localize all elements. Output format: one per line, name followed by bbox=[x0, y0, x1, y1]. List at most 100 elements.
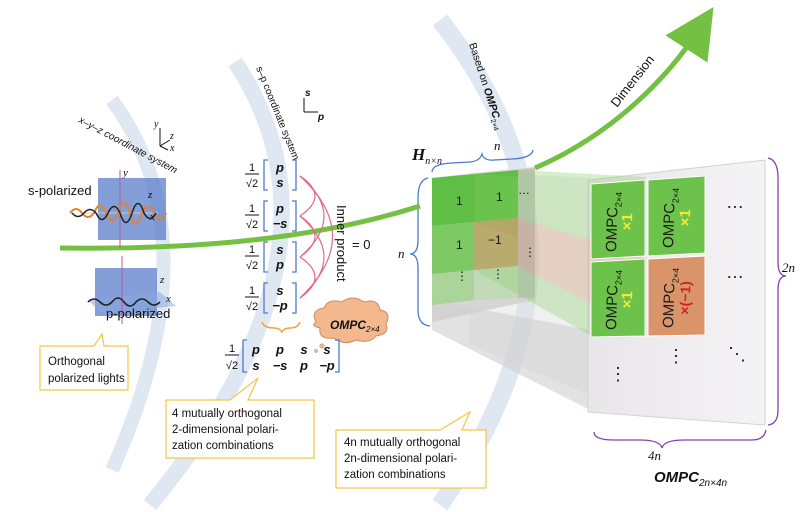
ompc-2x4-matrix: 1 √2 p p s s s −s p −p bbox=[225, 339, 340, 373]
ompc-block-factor-4: ×(−1) bbox=[676, 281, 693, 315]
vector-2: 1 √2 p −s bbox=[245, 200, 297, 232]
hadamard-cell-32: ⋮ bbox=[492, 267, 504, 281]
svg-text:4 mutually orthogonal: 4 mutually orthogonal bbox=[172, 408, 282, 420]
s-pol-axis-x: x bbox=[149, 211, 155, 223]
svg-text:s: s bbox=[276, 242, 283, 257]
big-matrix-ddots: ⋱ bbox=[728, 344, 746, 364]
ompc-block-factor-1: ×1 bbox=[619, 213, 637, 231]
svg-text:−p: −p bbox=[272, 298, 288, 313]
svg-text:zation combinations: zation combinations bbox=[172, 440, 274, 452]
svg-text:1: 1 bbox=[249, 162, 255, 174]
ompc-block-label-3: OMPC2×4 bbox=[603, 269, 624, 331]
vector-4: 1 √2 s −p bbox=[245, 282, 297, 314]
s-polarized-label: s-polarized bbox=[28, 183, 92, 198]
ompc-block-1 bbox=[590, 179, 646, 260]
vector-1: 1 √2 p s bbox=[245, 159, 297, 191]
ompc-2n-4n-label: OMPC2n×4n bbox=[654, 469, 728, 489]
svg-text:√2: √2 bbox=[246, 301, 258, 313]
svg-text:√2: √2 bbox=[226, 360, 238, 372]
sp-axes-icon bbox=[303, 98, 318, 113]
big-matrix-dots-r1: … bbox=[726, 192, 744, 212]
inner-product-equals: = 0 bbox=[352, 237, 370, 252]
hadamard-cell-22: −1 bbox=[488, 233, 502, 247]
s-pol-axis-y: y bbox=[122, 167, 128, 179]
svg-text:4n mutually orthogonal: 4n mutually orthogonal bbox=[344, 437, 460, 449]
svg-text:s: s bbox=[276, 175, 283, 190]
big-matrix-vdots-c1: ⋮ bbox=[609, 364, 627, 384]
brace-4n bbox=[593, 429, 767, 449]
xyz-axis-y: y bbox=[153, 119, 159, 130]
green-light-beam bbox=[59, 203, 421, 251]
callout-n4-combinations: 4n mutually orthogonal 2n-dimensional po… bbox=[335, 410, 487, 489]
hadamard-cell-11: 1 bbox=[456, 194, 463, 208]
dimension-arrow bbox=[534, 6, 714, 171]
svg-text:zation combinations: zation combinations bbox=[344, 469, 446, 481]
inner-product-arcs bbox=[299, 175, 333, 299]
hadamard-panel bbox=[432, 167, 535, 322]
ompc-block-label-1: OMPC2×4 bbox=[603, 191, 624, 253]
p-polarized-label: p-polarized bbox=[106, 306, 170, 321]
svg-text:1: 1 bbox=[229, 343, 235, 355]
svg-text:√2: √2 bbox=[246, 219, 258, 231]
vector-3: 1 √2 s p bbox=[245, 241, 297, 273]
svg-text:OMPC2×4: OMPC2×4 bbox=[330, 318, 380, 334]
hadamard-n-left: n bbox=[398, 246, 405, 261]
svg-text:OMPC2×4: OMPC2×4 bbox=[660, 267, 681, 328]
svg-text:OMPC2×4: OMPC2×4 bbox=[603, 191, 624, 252]
svg-text:Orthogonal: Orthogonal bbox=[48, 356, 105, 368]
svg-text:s: s bbox=[276, 283, 283, 298]
ompc-bubble: OMPC2×4 bbox=[313, 297, 389, 353]
svg-text:s: s bbox=[323, 342, 330, 357]
callout-orthogonal-lights: Orthogonal polarized lights bbox=[39, 332, 129, 391]
svg-text:−p: −p bbox=[319, 358, 335, 373]
inner-product-label: Inner product bbox=[334, 205, 349, 282]
svg-text:√2: √2 bbox=[246, 178, 258, 190]
hadamard-cell-21: 1 bbox=[456, 238, 463, 252]
arc-left bbox=[105, 95, 171, 473]
svg-text:OMPC2×4: OMPC2×4 bbox=[660, 187, 681, 248]
hadamard-cell-31: ⋮ bbox=[456, 269, 468, 283]
svg-text:p: p bbox=[275, 342, 284, 357]
svg-text:p: p bbox=[299, 358, 308, 373]
svg-text:Hn×n: Hn×n bbox=[411, 145, 442, 167]
svg-text:2n-dimensional polari-: 2n-dimensional polari- bbox=[344, 453, 457, 465]
svg-text:s: s bbox=[252, 358, 259, 373]
svg-text:1: 1 bbox=[249, 285, 255, 297]
big-matrix-vdots-c2: ⋮ bbox=[667, 346, 685, 366]
xyz-axes-icon bbox=[159, 128, 171, 151]
svg-text:1: 1 bbox=[249, 203, 255, 215]
svg-text:1: 1 bbox=[249, 244, 255, 256]
callout-four-combinations: 4 mutually orthogonal 2-dimensional pola… bbox=[165, 377, 315, 459]
hadamard-left-brace bbox=[409, 177, 431, 327]
p-polarized-figure bbox=[87, 256, 176, 324]
ompc-block-label-2: OMPC2×4 bbox=[660, 187, 681, 249]
ompc-block-2 bbox=[647, 175, 706, 257]
hadamard-top-brace bbox=[431, 149, 534, 173]
hadamard-label: Hn×n bbox=[411, 145, 442, 167]
label-2n: 2n bbox=[782, 260, 795, 275]
big-matrix-dots-r2: … bbox=[726, 262, 744, 282]
sp-axis-p: p bbox=[317, 112, 324, 123]
xyz-axis-z: z bbox=[169, 131, 174, 142]
svg-text:−s: −s bbox=[273, 216, 288, 231]
svg-text:p: p bbox=[275, 257, 284, 272]
svg-text:OMPC2n×4n: OMPC2n×4n bbox=[654, 469, 728, 489]
sp-axis-s: s bbox=[305, 88, 311, 99]
hadamard-cell-13: … bbox=[518, 183, 530, 197]
brace-2n bbox=[767, 157, 787, 426]
ompc-block-label-4: OMPC2×4 bbox=[660, 267, 681, 329]
hadamard-cell-12: 1 bbox=[496, 190, 503, 204]
vectors-brace bbox=[261, 321, 301, 334]
p-pol-axis-z: z bbox=[159, 274, 165, 286]
ompc-block-factor-2: ×1 bbox=[677, 209, 695, 227]
label-4n: 4n bbox=[648, 448, 661, 463]
s-polarized-figure bbox=[69, 170, 167, 248]
svg-text:OMPC2×4: OMPC2×4 bbox=[603, 269, 624, 330]
svg-text:−s: −s bbox=[273, 358, 288, 373]
s-pol-axis-z: z bbox=[147, 189, 153, 201]
hadamard-cell-23: ⋮ bbox=[524, 245, 536, 259]
xyz-axis-x: x bbox=[169, 143, 175, 154]
ompc-block-3 bbox=[590, 258, 646, 338]
svg-text:p: p bbox=[275, 160, 284, 175]
